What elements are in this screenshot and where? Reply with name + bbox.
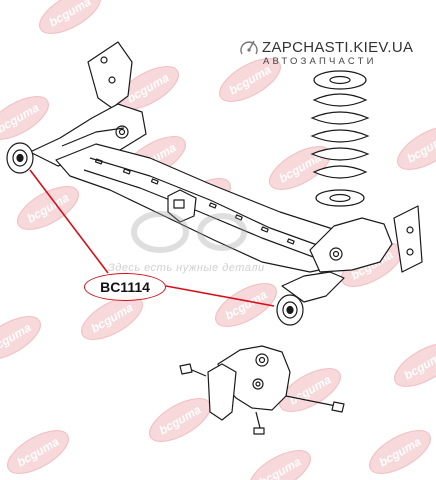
mount-bracket (179, 345, 345, 435)
brand-name: ZAPCHASTI.KIEV.UA (262, 39, 414, 56)
brand-subtitle: АВТОЗАПЧАСТИ (263, 56, 377, 67)
leader-lines (29, 169, 275, 307)
coil-spring (310, 70, 370, 207)
part-code-label: BC1114 (84, 273, 166, 301)
site-brand: ZAPCHASTI.KIEV.UA АВТОЗАПЧАСТИ (238, 34, 428, 74)
torsion-beam (29, 41, 423, 303)
right-bushing (276, 294, 304, 326)
gauge-needle-icon (240, 40, 258, 55)
left-bushing (6, 142, 34, 174)
center-watermark-logo (131, 211, 247, 253)
